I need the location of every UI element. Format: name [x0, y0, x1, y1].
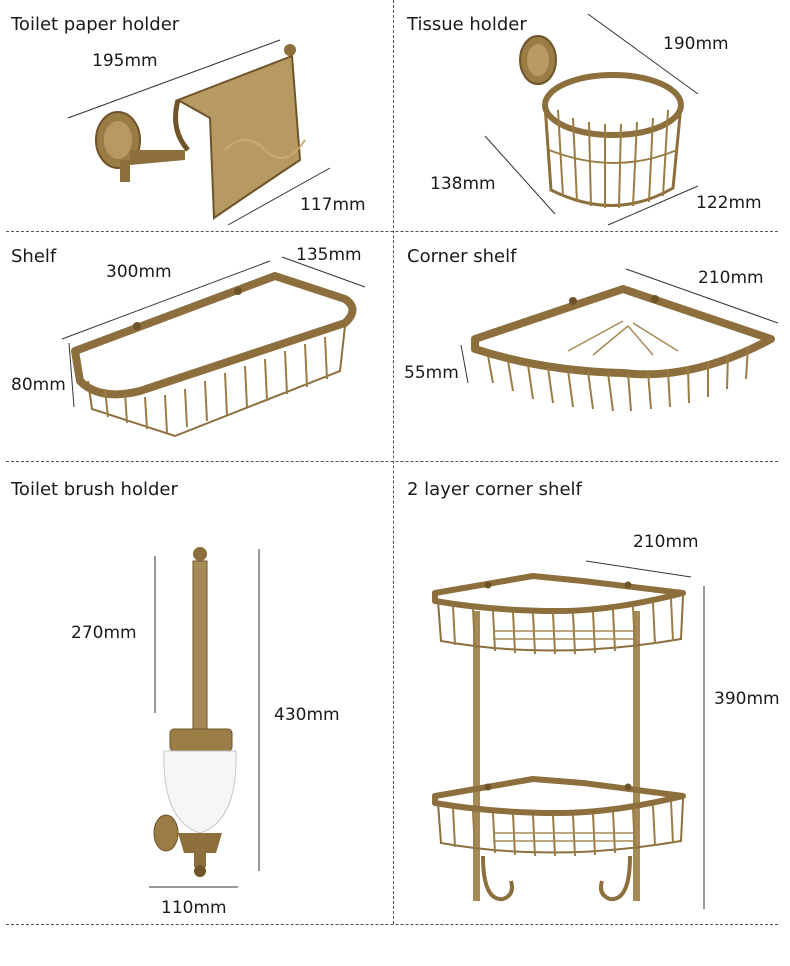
toilet-paper-holder-image: [67, 39, 331, 226]
product-title: Toilet paper holder: [11, 14, 180, 35]
dimension-label: 300mm: [106, 262, 172, 282]
dimension-label: 55mm: [404, 363, 459, 383]
dimension-label: 190mm: [663, 34, 729, 54]
product-title: 2 layer corner shelf: [407, 479, 582, 500]
row-divider-1: [6, 231, 778, 232]
product-title: Toilet brush holder: [11, 479, 178, 500]
dimension-label: 195mm: [92, 51, 158, 71]
dimension-label: 430mm: [274, 705, 340, 725]
row-divider-2: [6, 461, 778, 462]
dimension-label: 135mm: [296, 245, 362, 265]
tissue-holder-image: [484, 13, 699, 226]
row-divider-3: [6, 924, 778, 925]
product-title: Tissue holder: [407, 14, 527, 35]
vertical-divider: [393, 0, 394, 924]
dimension-label: 110mm: [161, 898, 227, 918]
dimension-label: 270mm: [71, 623, 137, 643]
dimension-label: 390mm: [714, 689, 780, 709]
product-title: Corner shelf: [407, 246, 517, 267]
two-layer-corner-shelf-image: [432, 560, 705, 909]
dimension-label: 210mm: [698, 268, 764, 288]
dimension-label: 117mm: [300, 195, 366, 215]
dimension-label: 80mm: [11, 375, 66, 395]
dimension-label: 210mm: [633, 532, 699, 552]
shelf-image: [61, 256, 366, 438]
product-title: Shelf: [11, 246, 57, 267]
corner-shelf-image: [460, 268, 779, 412]
dimension-label: 138mm: [430, 174, 496, 194]
dimension-label: 122mm: [696, 193, 762, 213]
toilet-brush-holder-image: [149, 547, 260, 888]
